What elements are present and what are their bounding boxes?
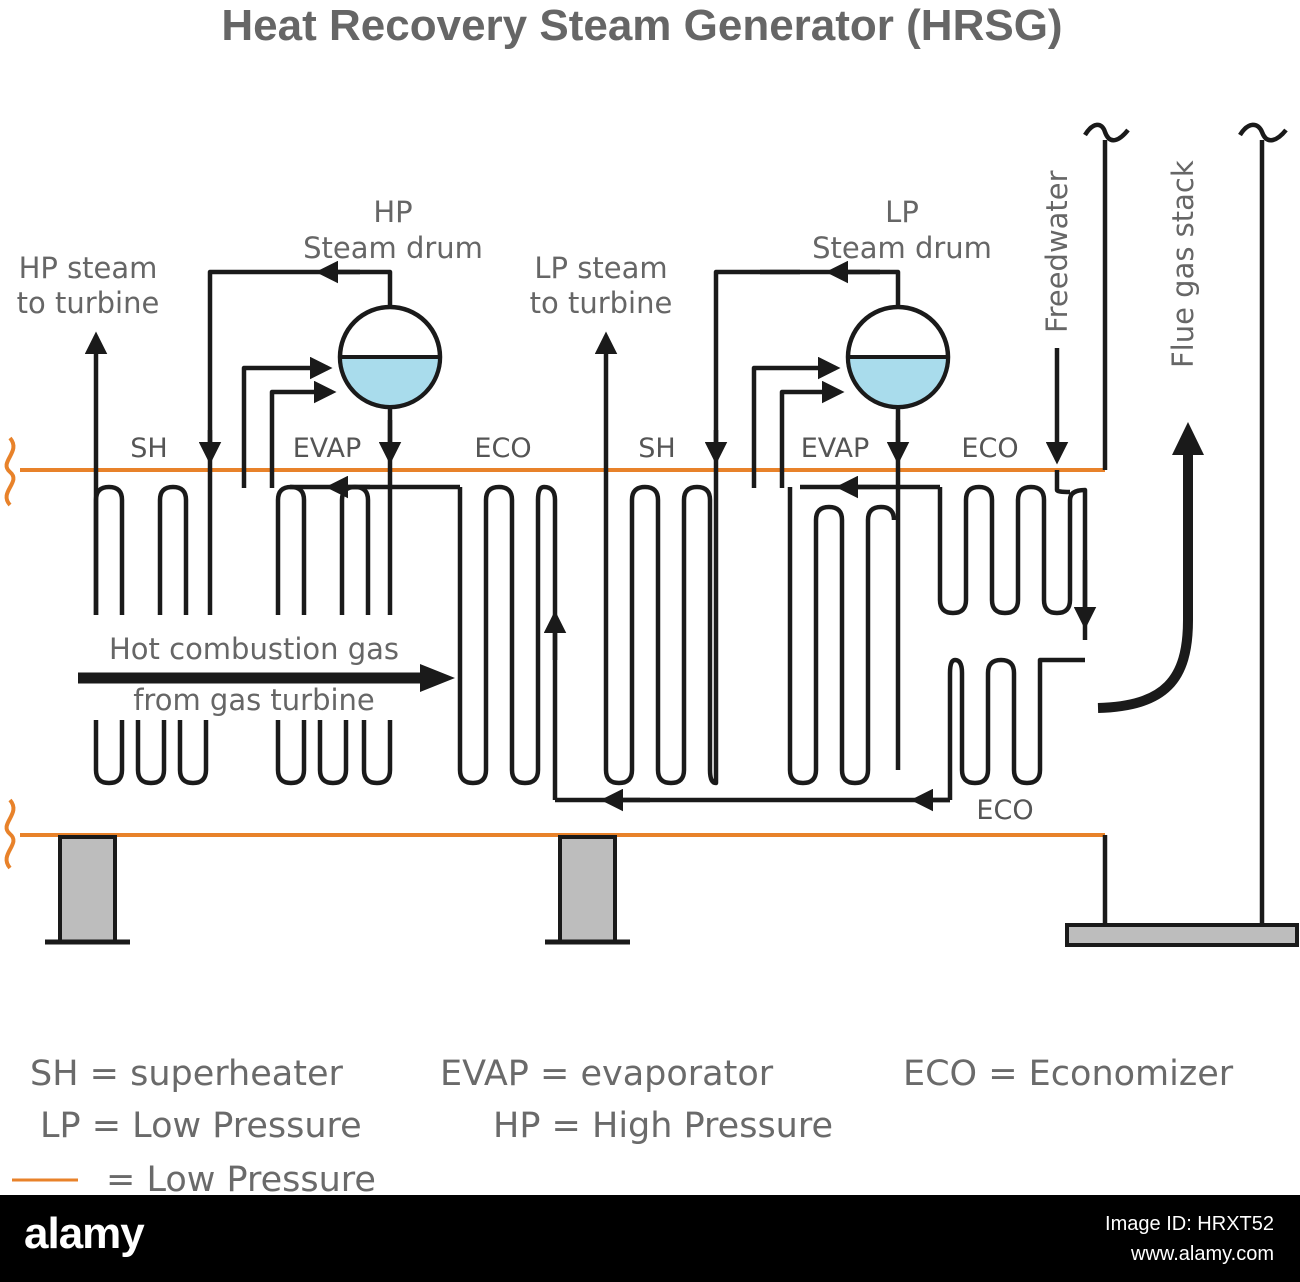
lp-steam-drum (845, 304, 951, 410)
hp-steam-drum (337, 304, 443, 410)
section-label-sh-hp: SH (130, 433, 167, 464)
hrsg-diagram: Heat Recovery Steam Generator (HRSG) (4, 1, 1299, 1195)
freedwater-label: Freedwater (1040, 170, 1074, 333)
section-label-sh-lp: SH (638, 433, 675, 464)
legend-eco: ECO = Economizer (903, 1054, 1234, 1094)
hot-gas-label-1: Hot combustion gas (109, 632, 399, 666)
section-label-eco-lower: ECO (976, 795, 1033, 826)
section-label-evap-hp: EVAP (293, 433, 362, 464)
section-label-eco-lp: ECO (961, 433, 1018, 464)
hp-piping (84, 260, 567, 800)
legend-evap: EVAP = evaporator (440, 1054, 774, 1094)
footer-url: www.alamy.com (1131, 1243, 1274, 1265)
hot-gas-label-2: from gas turbine (133, 683, 375, 717)
section-label-evap-lp: EVAP (801, 433, 870, 464)
hp-drum-label-2: Steam drum (303, 231, 483, 265)
hp-steam-label-2: to turbine (17, 286, 160, 320)
hp-drum-label-1: HP (373, 195, 412, 229)
lp-drum-label-1: LP (885, 195, 919, 229)
hot-gas-arrow (78, 664, 455, 692)
footer-brand: alamy (24, 1209, 145, 1258)
flue-gas-stack-label: Flue gas stack (1166, 160, 1200, 368)
flue-gas-arrow (1097, 422, 1204, 713)
lp-steam-label-2: to turbine (530, 286, 673, 320)
legend-hp: HP = High Pressure (493, 1106, 833, 1146)
legend: SH = superheater EVAP = evaporator ECO =… (12, 1054, 1234, 1195)
hp-steam-label-1: HP steam (19, 251, 158, 285)
section-label-eco-hp: ECO (474, 433, 531, 464)
legend-lp: LP = Low Pressure (40, 1106, 362, 1146)
diagram-title: Heat Recovery Steam Generator (HRSG) (221, 1, 1062, 50)
lp-drum-label-2: Steam drum (812, 231, 992, 265)
legend-line: = Low Pressure (106, 1160, 376, 1195)
legend-sh: SH = superheater (30, 1054, 343, 1094)
support-legs (45, 835, 1299, 947)
lp-piping (555, 260, 1097, 812)
footer-image-id: Image ID: HRXT52 (1105, 1213, 1274, 1235)
flue-gas-stack (1083, 122, 1288, 925)
lp-steam-label-1: LP steam (534, 251, 667, 285)
watermark-footer: alamy Image ID: HRXT52 www.alamy.com (0, 1195, 1300, 1282)
